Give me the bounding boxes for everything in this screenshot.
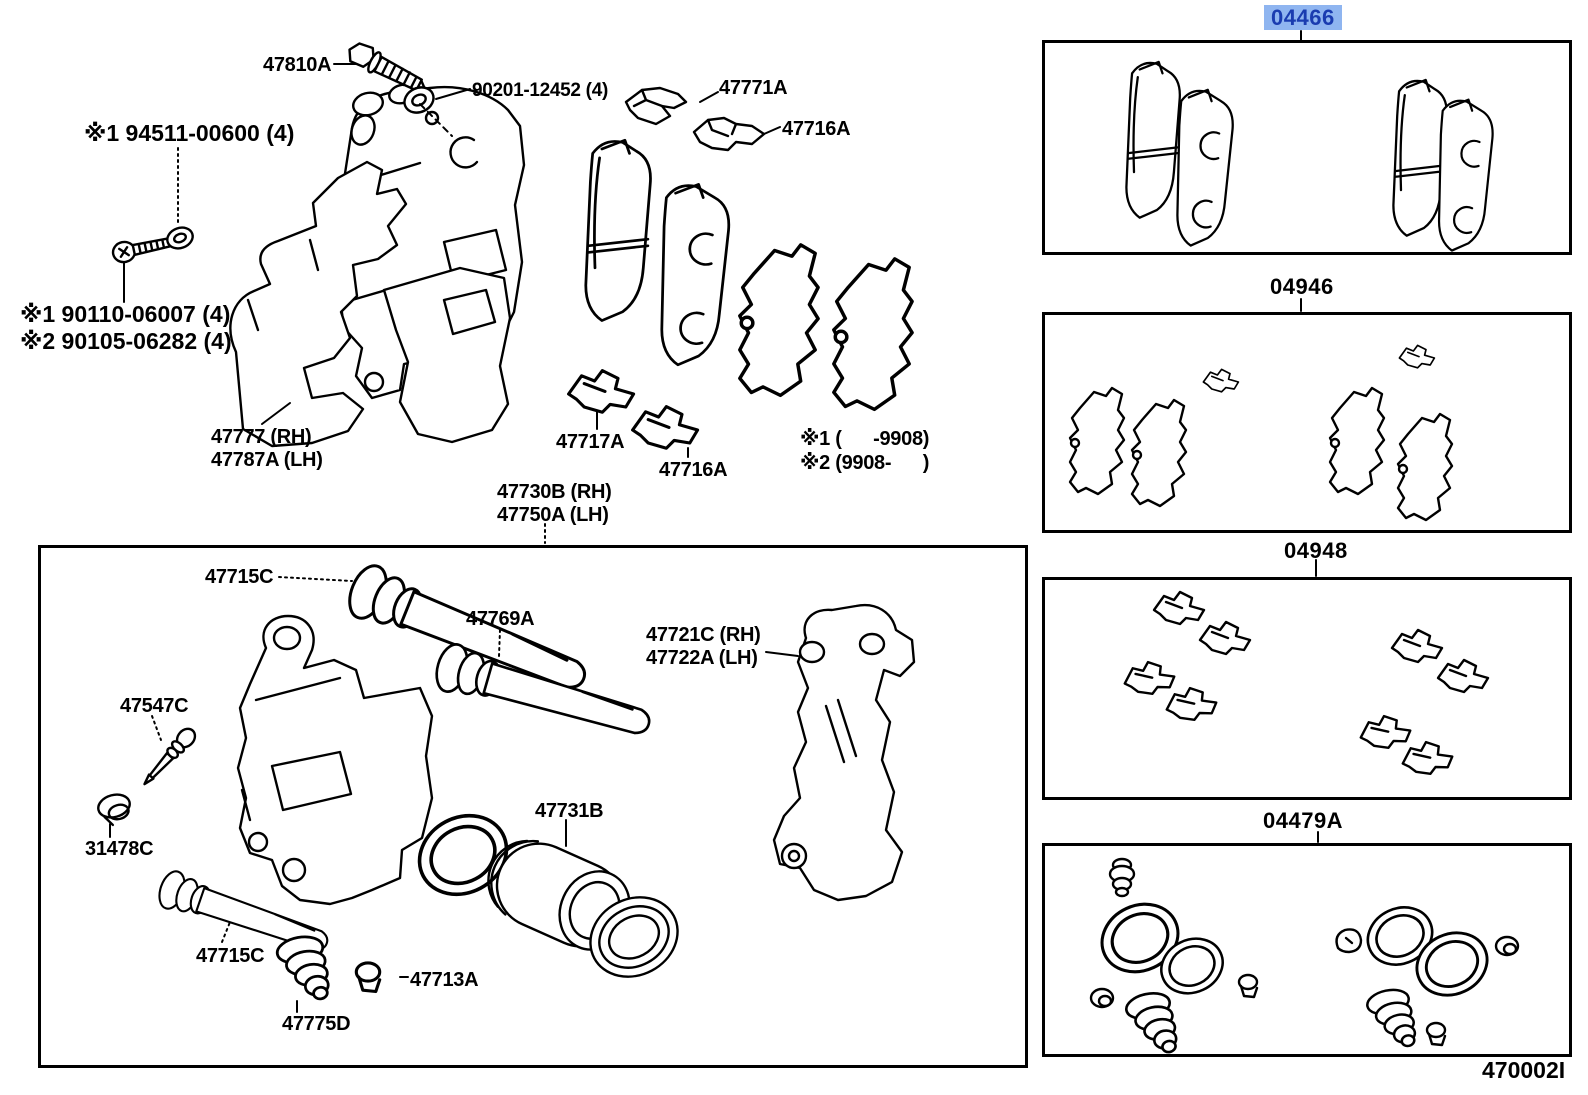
part-label-47716a-lower[interactable]: 47716A	[659, 459, 728, 481]
kit-fitting-drawing	[1436, 658, 1490, 694]
kit-fitting-drawing	[1357, 711, 1414, 753]
kit-fitting-drawing	[1152, 590, 1206, 626]
part-label-47769a[interactable]: 47769A	[466, 608, 535, 630]
kit-fitting-drawing	[1198, 620, 1252, 656]
kit-clip-drawing	[1202, 368, 1240, 393]
pin-boot-drawing	[273, 932, 334, 1007]
kit-fitting-drawing	[1121, 657, 1178, 699]
support-plate-drawing	[624, 86, 688, 126]
part-label-47715c-lower[interactable]: 47715C	[196, 945, 265, 967]
kit-code-04466-selected[interactable]: 04466	[1264, 5, 1342, 30]
part-label-90105-06282[interactable]: ※2 90105-06282 (4)	[20, 328, 232, 354]
kit-shim-drawing	[1396, 412, 1454, 522]
applicability-note-2: ※2 (9908- )	[800, 452, 930, 474]
kit-boot-drawing	[1363, 985, 1420, 1054]
part-label-47721c-47722a[interactable]: 47721C (RH) 47722A (LH)	[646, 624, 761, 669]
part-label-47717a[interactable]: 47717A	[556, 431, 625, 453]
anti-squeal-shim-drawing	[832, 257, 914, 412]
kit-clip-drawing	[1398, 344, 1436, 369]
kit-box-04946	[1042, 312, 1572, 533]
kit-boot-drawing	[1122, 988, 1182, 1061]
part-label-90201-12452[interactable]: 90201-12452 (4)	[472, 80, 608, 101]
part-label-47730b-47750a[interactable]: 47730B (RH) 47750A (LH)	[497, 481, 612, 526]
mounting-bracket-drawing	[772, 603, 916, 902]
figure-code: 470002I	[1482, 1057, 1566, 1083]
part-label-90110-06007[interactable]: ※1 90110-06007 (4)	[20, 301, 231, 327]
pad-fitting-lower-drawing	[631, 405, 700, 450]
kit-brake-pad-drawing	[1176, 88, 1234, 247]
bleeder-plug-drawing	[143, 727, 197, 786]
kit-seal-part-drawing	[1425, 1021, 1447, 1047]
kit-seal-part-drawing	[1494, 935, 1520, 957]
shield-screw-drawing	[111, 236, 173, 264]
anti-squeal-shim-drawing	[738, 243, 820, 398]
applicability-note-1: ※1 ( -9908)	[800, 428, 930, 450]
kit-box-04479a	[1042, 843, 1572, 1057]
bleeder-cap-drawing	[97, 793, 131, 827]
kit-seal-part-drawing	[1089, 987, 1115, 1009]
part-label-47810a[interactable]: 47810A	[263, 54, 332, 76]
part-label-47715c-upper[interactable]: 47715C	[205, 566, 274, 588]
kit-brake-pad-drawing	[1437, 98, 1494, 252]
caliper-cylinder-drawing	[236, 614, 434, 906]
leader-lines	[109, 30, 1319, 1013]
cylinder-detail-box	[38, 545, 1028, 1068]
kit-brake-pad-drawing	[1125, 60, 1181, 219]
pad-fitting-upper-drawing	[692, 116, 766, 152]
brake-pad-outer-drawing	[660, 183, 731, 367]
caliper-bolt-drawing	[348, 42, 426, 92]
kit-fitting-drawing	[1399, 737, 1456, 779]
kit-code-04948[interactable]: 04948	[1284, 538, 1348, 563]
shield-washer-drawing	[166, 226, 194, 250]
kit-box-04948	[1042, 577, 1572, 800]
kit-box-04466	[1042, 40, 1572, 255]
brake-pad-inner-drawing	[584, 138, 652, 322]
pad-clip-drawing	[567, 369, 636, 414]
kit-seal-part-drawing	[1108, 857, 1136, 898]
kit-seal-part-drawing	[1335, 928, 1363, 954]
kit-code-04946[interactable]: 04946	[1270, 274, 1334, 299]
part-label-47547c[interactable]: 47547C	[120, 695, 189, 717]
kit-code-04479a[interactable]: 04479A	[1263, 808, 1344, 833]
part-label-47777-47787a[interactable]: 47777 (RH) 47787A (LH)	[211, 426, 323, 471]
kit-fitting-drawing	[1390, 628, 1444, 664]
part-label-31478c[interactable]: 31478C	[85, 838, 154, 860]
part-label-47716a-upper[interactable]: 47716A	[782, 118, 851, 140]
dust-cover-drawing	[229, 160, 512, 448]
part-label-47713a[interactable]: 47713A	[410, 969, 479, 991]
piston-drawing	[487, 839, 631, 951]
kit-shim-drawing	[1130, 398, 1188, 508]
cylinder-boot-drawing	[589, 896, 679, 978]
kit-fitting-drawing	[1163, 683, 1220, 725]
part-label-47731b[interactable]: 47731B	[535, 800, 604, 822]
part-label-47771a[interactable]: 47771A	[719, 77, 788, 99]
part-label-47775d[interactable]: 47775D	[282, 1013, 351, 1035]
pin-plug-drawing	[354, 961, 382, 994]
kit-shim-drawing	[1328, 386, 1386, 496]
part-label-94511-00600[interactable]: ※1 94511-00600 (4)	[84, 120, 295, 146]
kit-seal-part-drawing	[1237, 973, 1259, 999]
kit-shim-drawing	[1068, 386, 1126, 496]
